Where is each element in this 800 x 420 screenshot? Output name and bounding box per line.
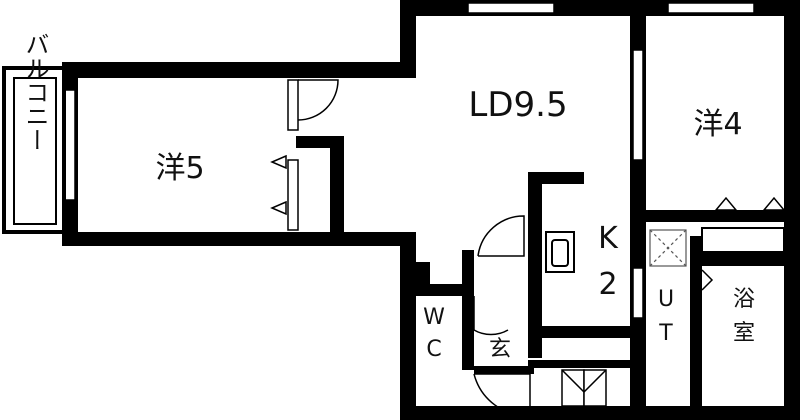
windows	[64, 2, 755, 319]
room-label-kitchen-k: K	[598, 221, 619, 256]
closet-markers	[270, 154, 786, 216]
room-label-bath-1: 浴	[733, 287, 755, 312]
room-label-western5: 洋5	[155, 151, 204, 186]
doors	[287, 79, 714, 417]
room-label-wc-w: W	[423, 305, 445, 330]
room-label-kitchen-2: 2	[598, 267, 617, 302]
room-label-utility-t: T	[658, 321, 673, 346]
room-label-bath-2: 室	[733, 321, 755, 346]
balcony	[2, 66, 66, 234]
room-label-western4: 洋4	[693, 107, 742, 142]
kitchen-fixtures	[545, 231, 575, 273]
room-label-entrance: 玄	[489, 337, 511, 362]
balcony-label: バルコニー	[21, 32, 49, 152]
washer-pad	[649, 229, 687, 267]
shelf	[701, 227, 785, 253]
room-label-wc-c: C	[426, 337, 441, 362]
room-label-utility-u: U	[658, 287, 674, 312]
room-label-living: LD9.5	[468, 85, 567, 125]
